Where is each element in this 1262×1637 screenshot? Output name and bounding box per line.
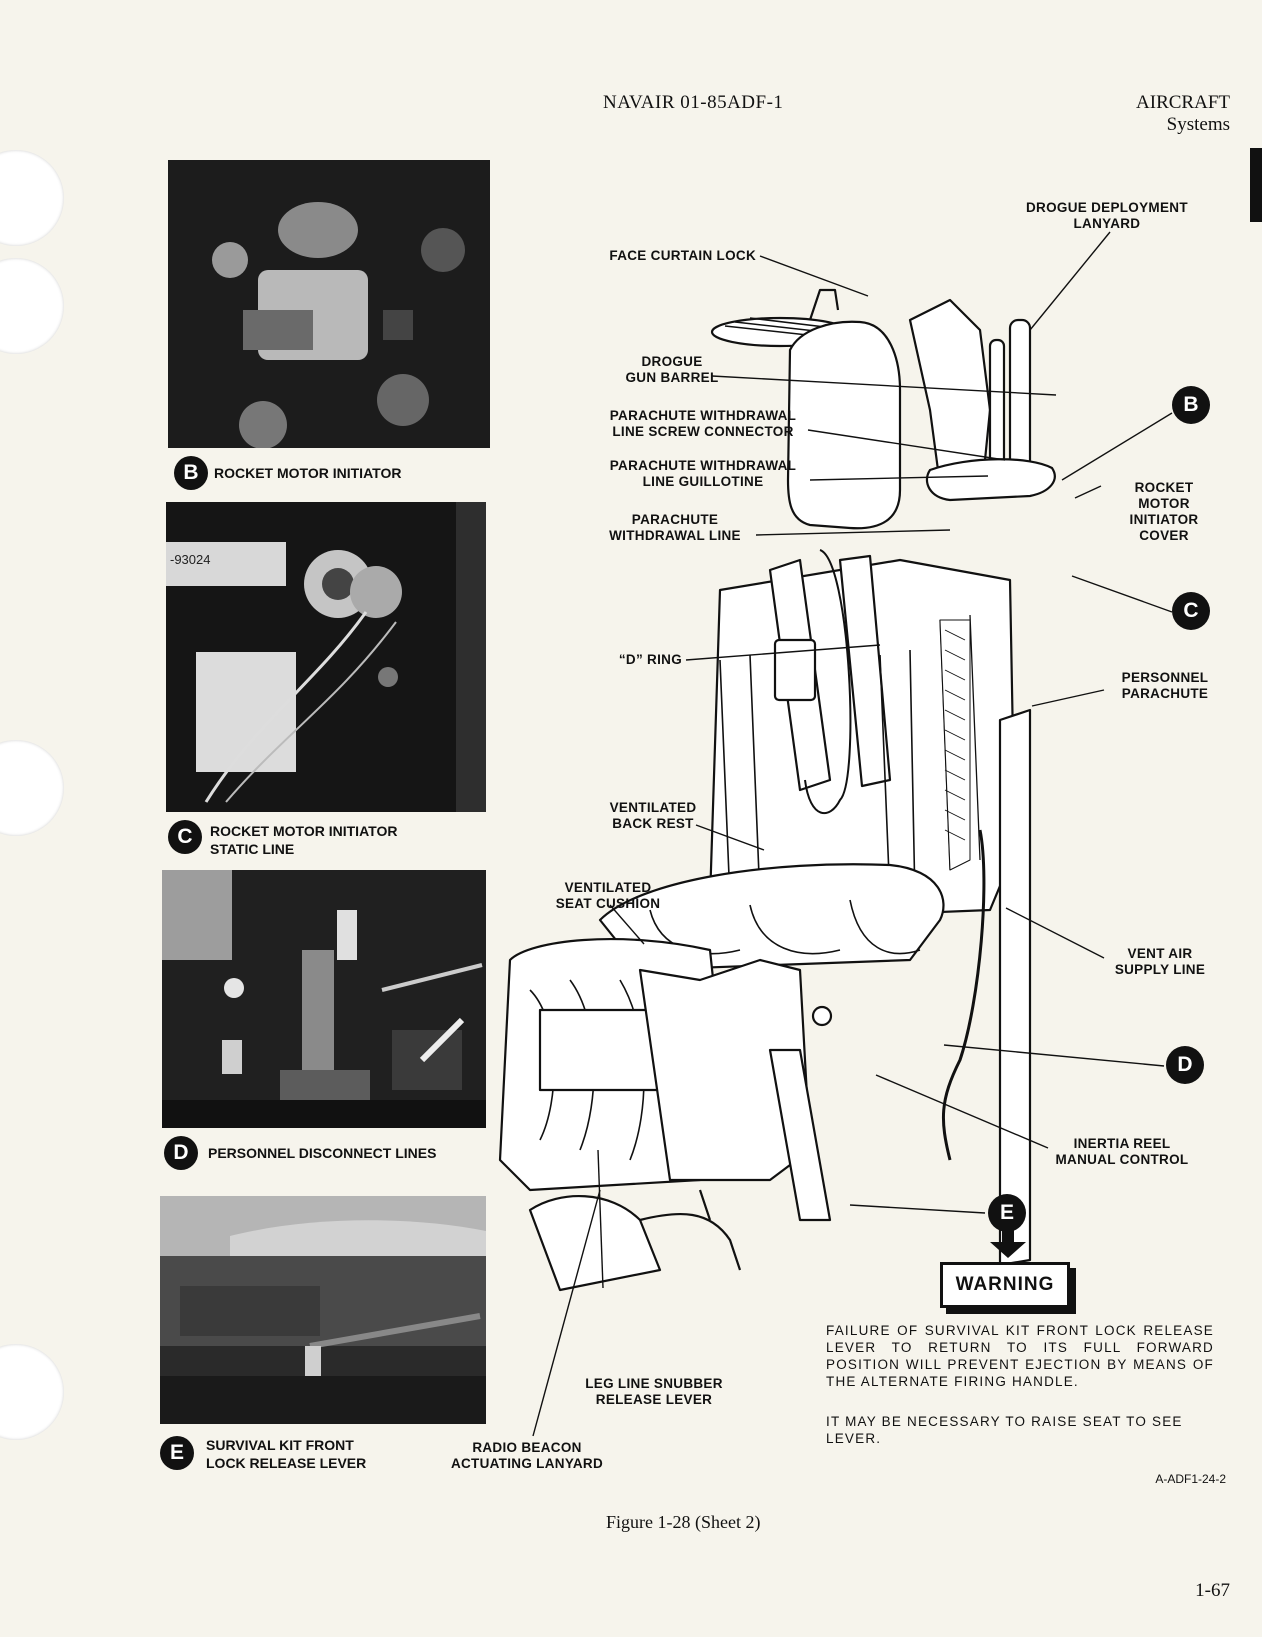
binder-hole: [0, 258, 64, 354]
callout-line: VENTILATED: [609, 800, 697, 815]
caption-personnel-disconnect-lines: PERSONNEL DISCONNECT LINES: [208, 1145, 437, 1161]
callout-vent-air-supply-line: VENT AIR SUPPLY LINE: [1100, 946, 1220, 978]
photo-part-number: -93024: [170, 552, 210, 567]
warning-note: IT MAY BE NECESSARY TO RAISE SEAT TO SEE…: [826, 1414, 1183, 1446]
callout-withdrawal-line: PARACHUTE WITHDRAWAL LINE: [598, 512, 752, 544]
callout-personnel-parachute: PERSONNEL PARACHUTE: [1108, 670, 1222, 702]
diagram-badge-e: E: [988, 1194, 1026, 1232]
callout-line: VENT AIR: [1127, 946, 1193, 961]
callout-line: PARACHUTE WITHDRAWAL: [609, 458, 797, 473]
callout-ventilated-back-rest: VENTILATED BACK REST: [580, 800, 726, 832]
callout-line: VENTILATED: [564, 880, 652, 895]
binder-hole: [0, 1344, 64, 1440]
photo-rocket-motor-initiator: [168, 160, 490, 448]
callout-drogue-gun-barrel: DROGUE GUN BARREL: [606, 354, 738, 386]
diagram-badge-b: B: [1172, 386, 1210, 424]
callout-line: ROCKET: [1134, 480, 1194, 495]
callout-line: BACK REST: [612, 816, 694, 831]
badge-d: D: [164, 1136, 198, 1170]
caption-line: ROCKET MOTOR INITIATOR: [210, 823, 398, 839]
callout-line: INITIATOR: [1129, 512, 1199, 527]
callout-line: ACTUATING LANYARD: [450, 1456, 604, 1471]
diagram-badge-c: C: [1172, 592, 1210, 630]
callout-initiator-cover: ROCKET MOTOR INITIATOR COVER: [1114, 480, 1214, 544]
callout-guillotine: PARACHUTE WITHDRAWAL LINE GUILLOTINE: [596, 458, 810, 490]
diagram-badge-d: D: [1166, 1046, 1204, 1084]
warning-text: FAILURE OF SURVIVAL KIT FRONT LOCK RELEA…: [826, 1323, 1214, 1389]
callout-line: GUN BARREL: [625, 370, 719, 385]
callout-line: LINE SCREW CONNECTOR: [612, 424, 794, 439]
callout-line: PARACHUTE: [631, 512, 719, 527]
callout-line: LINE GUILLOTINE: [642, 474, 764, 489]
photo-initiator-static-line: -93024: [166, 502, 486, 812]
caption-line: LOCK RELEASE LEVER: [206, 1455, 367, 1471]
callout-line: RELEASE LEVER: [595, 1392, 713, 1407]
warning-label: WARNING: [940, 1262, 1070, 1308]
page-number: 1-67: [1195, 1580, 1230, 1601]
photo-survival-kit-lock-lever: [160, 1196, 486, 1424]
caption-line: SURVIVAL KIT FRONT: [206, 1437, 354, 1453]
callout-line: COVER: [1139, 528, 1189, 543]
badge-b: B: [174, 456, 208, 490]
document-number: NAVAIR 01-85ADF-1: [603, 92, 784, 113]
callout-line: RADIO BEACON: [472, 1440, 582, 1455]
callout-line: MANUAL CONTROL: [1055, 1152, 1189, 1167]
callout-line: PERSONNEL: [1121, 670, 1209, 685]
callout-line: DROGUE: [641, 354, 703, 369]
edge-index-tab: [1250, 148, 1262, 222]
binder-hole: [0, 150, 64, 246]
ejection-seat-diagram: [498, 288, 1056, 1292]
badge-c: C: [168, 820, 202, 854]
binder-hole: [0, 740, 64, 836]
photo-personnel-disconnect-lines: [162, 870, 486, 1128]
section-title: AIRCRAFT: [1136, 92, 1230, 113]
callout-line: LANYARD: [1073, 216, 1141, 231]
warning-arrow-icon: [990, 1242, 1026, 1258]
callout-drogue-deployment-lanyard: DROGUE DEPLOYMENT LANYARD: [1026, 200, 1188, 232]
figure-reference: A-ADF1-24-2: [1155, 1472, 1226, 1486]
caption-line: STATIC LINE: [210, 841, 295, 857]
callout-leg-line-snubber: LEG LINE SNUBBER RELEASE LEVER: [572, 1376, 736, 1408]
callout-face-curtain-lock: FACE CURTAIN LOCK: [609, 248, 756, 263]
figure-caption: Figure 1-28 (Sheet 2): [606, 1512, 761, 1532]
caption-survival-kit-lock-lever: SURVIVAL KIT FRONT LOCK RELEASE LEVER: [206, 1436, 366, 1472]
section-heading: AIRCRAFT Systems: [1136, 92, 1230, 136]
callout-line: SEAT CUSHION: [555, 896, 661, 911]
callout-radio-beacon-lanyard: RADIO BEACON ACTUATING LANYARD: [440, 1440, 614, 1472]
callout-inertia-reel-manual-control: INERTIA REEL MANUAL CONTROL: [1044, 1136, 1200, 1168]
caption-rocket-motor-initiator: ROCKET MOTOR INITIATOR: [214, 465, 402, 481]
callout-d-ring: “D” RING: [618, 652, 682, 667]
caption-initiator-static-line: ROCKET MOTOR INITIATOR STATIC LINE: [210, 822, 397, 858]
callout-line: MOTOR: [1138, 496, 1190, 511]
badge-e: E: [160, 1436, 194, 1470]
callout-line: LEG LINE SNUBBER: [585, 1376, 723, 1391]
callout-line: WITHDRAWAL LINE: [609, 528, 741, 543]
callout-screw-connector: PARACHUTE WITHDRAWAL LINE SCREW CONNECTO…: [596, 408, 810, 440]
callout-line: SUPPLY LINE: [1114, 962, 1206, 977]
callout-line: DROGUE DEPLOYMENT: [1026, 200, 1188, 215]
subsection-title: Systems: [1166, 114, 1230, 135]
callout-line: INERTIA REEL: [1073, 1136, 1171, 1151]
callout-line: PARACHUTE: [1121, 686, 1209, 701]
callout-ventilated-seat-cushion: VENTILATED SEAT CUSHION: [526, 880, 690, 912]
callout-line: PARACHUTE WITHDRAWAL: [609, 408, 797, 423]
warning-arrow-stem: [1002, 1230, 1014, 1244]
